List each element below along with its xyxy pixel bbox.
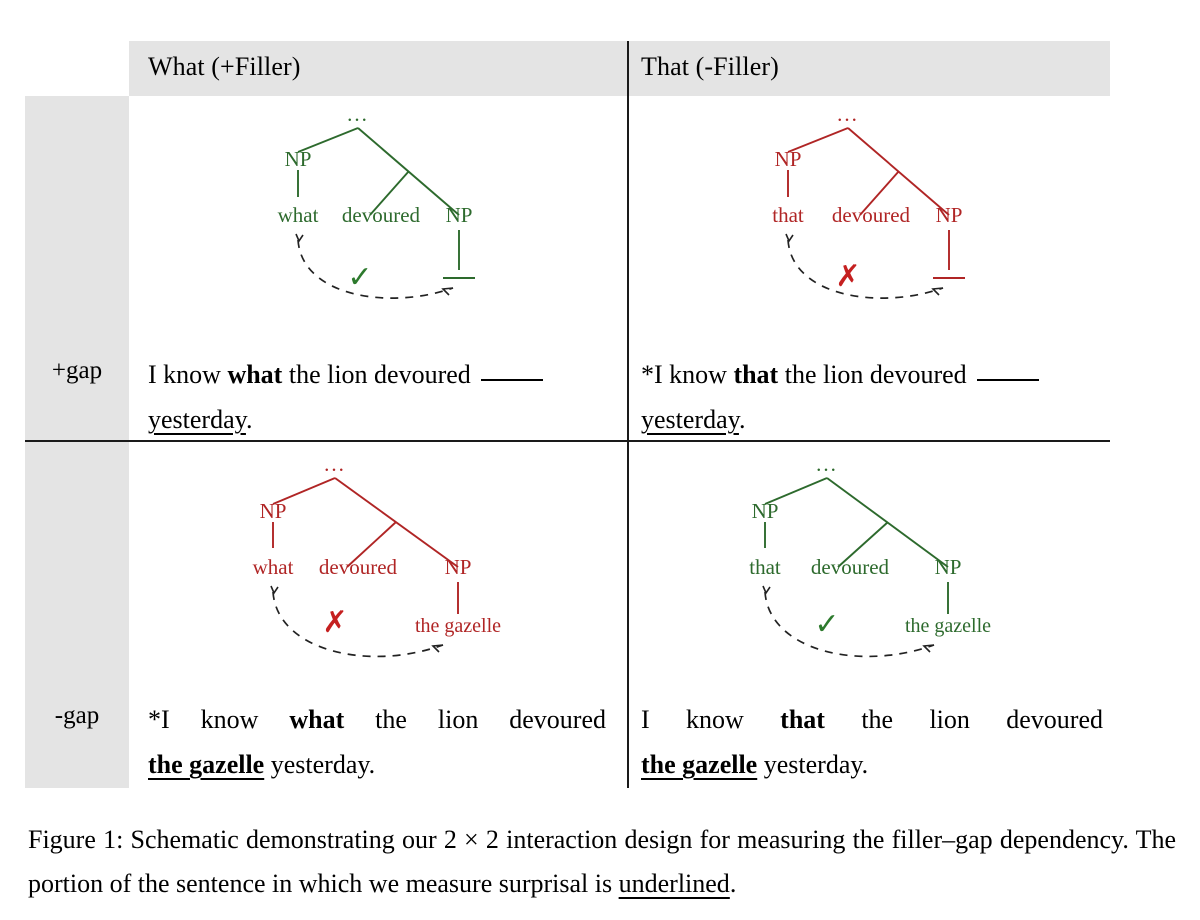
grammaticality-mark: ✗ <box>835 259 860 294</box>
column-header-what: What (+Filler) <box>148 52 301 81</box>
sentence-post: yesterday. <box>757 750 869 779</box>
caption-label: Figure 1: <box>28 825 124 854</box>
arc-tail-arrow-icon <box>762 585 771 595</box>
tree-that-minus-gap: ... NP that devoured NP the gazelle ✓ <box>690 442 1020 692</box>
sentence-word: devoured <box>509 705 607 734</box>
dependency-arc <box>787 239 944 299</box>
sentence-underlined-region: yesterday <box>148 405 246 434</box>
tree-node-filler-np: NP <box>775 147 802 171</box>
arc-head-arrow-icon <box>931 287 944 296</box>
sentence-word: devoured <box>1006 705 1103 734</box>
tree-that-plus-gap: ... NP that devoured NP ✗ <box>700 92 1030 342</box>
arc-tail-arrow-icon <box>270 585 279 595</box>
tree-root-dots: ... <box>324 452 346 476</box>
sentence-star-and-subject: *I <box>148 705 170 734</box>
sentence-pre: I know <box>654 360 734 389</box>
arc-head-arrow-icon <box>922 644 935 653</box>
tree-node-filler-np: NP <box>285 147 312 171</box>
dependency-arc <box>764 591 935 658</box>
tree-leaf-filler-word: that <box>772 203 804 227</box>
sentence-filler-word: that <box>733 360 779 389</box>
tree-node-object-np: NP <box>445 555 472 579</box>
sentence-line-2: the gazelle yesterday. <box>148 742 606 787</box>
sentence-word: lion <box>929 705 970 734</box>
gap-blank-line <box>481 379 544 381</box>
tree-node-filler-np: NP <box>752 499 779 523</box>
dependency-arc <box>272 591 444 658</box>
tree-leaf-object-word: the gazelle <box>905 615 991 637</box>
arc-head-arrow-icon <box>441 287 454 296</box>
tree-node-object-np: NP <box>936 203 963 227</box>
tree-root-dots: ... <box>347 102 369 126</box>
sentence-line-1: I know that the lion devoured <box>641 697 1103 742</box>
tree-what-plus-gap: ... NP what devoured NP ✓ <box>210 92 540 342</box>
dependency-arc <box>297 239 454 299</box>
caption-end: . <box>729 869 737 898</box>
sentence-underlined-region: the gazelle <box>641 750 758 779</box>
grammaticality-mark: ✓ <box>347 260 372 295</box>
arc-head-arrow-icon <box>431 644 444 653</box>
sentence-word: the <box>861 705 894 734</box>
grammaticality-mark: ✓ <box>814 607 839 642</box>
sentence-what-minus-gap: *I know what the lion devoured the gazel… <box>148 697 606 787</box>
sentence-mid: the lion devoured <box>282 360 478 389</box>
sentence-that-minus-gap: I know that the lion devoured the gazell… <box>641 697 1103 787</box>
sentence-post: . <box>738 405 746 434</box>
tree-node-object-np: NP <box>935 555 962 579</box>
sentence-what-plus-gap: I know what the lion devoured yesterday. <box>148 352 613 442</box>
tree-leaf-filler-word: what <box>278 203 319 227</box>
sentence-star-and-subject: I <box>641 705 650 734</box>
sentence-post: yesterday. <box>264 750 376 779</box>
arc-tail-arrow-icon <box>785 233 794 243</box>
sentence-word: the <box>375 705 407 734</box>
sentence-word: know <box>200 705 259 734</box>
tree-leaf-filler-word: that <box>749 555 781 579</box>
tree-leaf-filler-word: what <box>253 555 294 579</box>
grammaticality-mark: ✗ <box>322 605 347 640</box>
arc-tail-arrow-icon <box>295 233 304 243</box>
row-label-plus-gap: +gap <box>51 357 103 384</box>
horizontal-row-divider <box>25 440 1110 442</box>
row-label-minus-gap: -gap <box>54 702 100 729</box>
header-band <box>129 41 1110 96</box>
row-label-band <box>25 96 129 788</box>
sentence-star: * <box>641 360 654 389</box>
sentence-mid: the lion devoured <box>778 360 974 389</box>
sentence-filler-word: that <box>780 705 825 734</box>
tree-leaf-verb: devoured <box>319 555 398 579</box>
tree-what-minus-gap: ... NP what devoured NP the gazelle ✗ <box>195 442 525 692</box>
tree-root-dots: ... <box>816 452 838 476</box>
caption-underlined-word: underlined <box>618 869 730 898</box>
tree-node-object-np: NP <box>446 203 473 227</box>
sentence-line-1: *I know what the lion devoured <box>148 697 606 742</box>
tree-leaf-verb: devoured <box>342 203 421 227</box>
tree-node-filler-np: NP <box>260 499 287 523</box>
column-header-that: That (-Filler) <box>641 52 779 81</box>
gap-blank-line <box>977 379 1040 381</box>
sentence-line-2: the gazelle yesterday. <box>641 742 1103 787</box>
caption-body: Schematic demonstrating our 2 × 2 intera… <box>28 825 1176 898</box>
tree-leaf-verb: devoured <box>832 203 911 227</box>
tree-leaf-verb: devoured <box>811 555 890 579</box>
sentence-that-plus-gap: *I know that the lion devoured yesterday… <box>641 352 1103 442</box>
vertical-column-divider <box>627 41 629 788</box>
figure-caption: Figure 1: Schematic demonstrating our 2 … <box>28 818 1176 906</box>
tree-root-dots: ... <box>837 102 859 126</box>
sentence-filler-word: what <box>227 360 283 389</box>
sentence-filler-word: what <box>289 705 345 734</box>
sentence-pre: I know <box>148 360 228 389</box>
sentence-underlined-region: yesterday <box>641 405 739 434</box>
sentence-word: know <box>686 705 744 734</box>
sentence-word: lion <box>437 705 479 734</box>
sentence-underlined-region: the gazelle <box>148 750 265 779</box>
tree-leaf-object-word: the gazelle <box>415 615 501 637</box>
sentence-post: . <box>245 405 253 434</box>
